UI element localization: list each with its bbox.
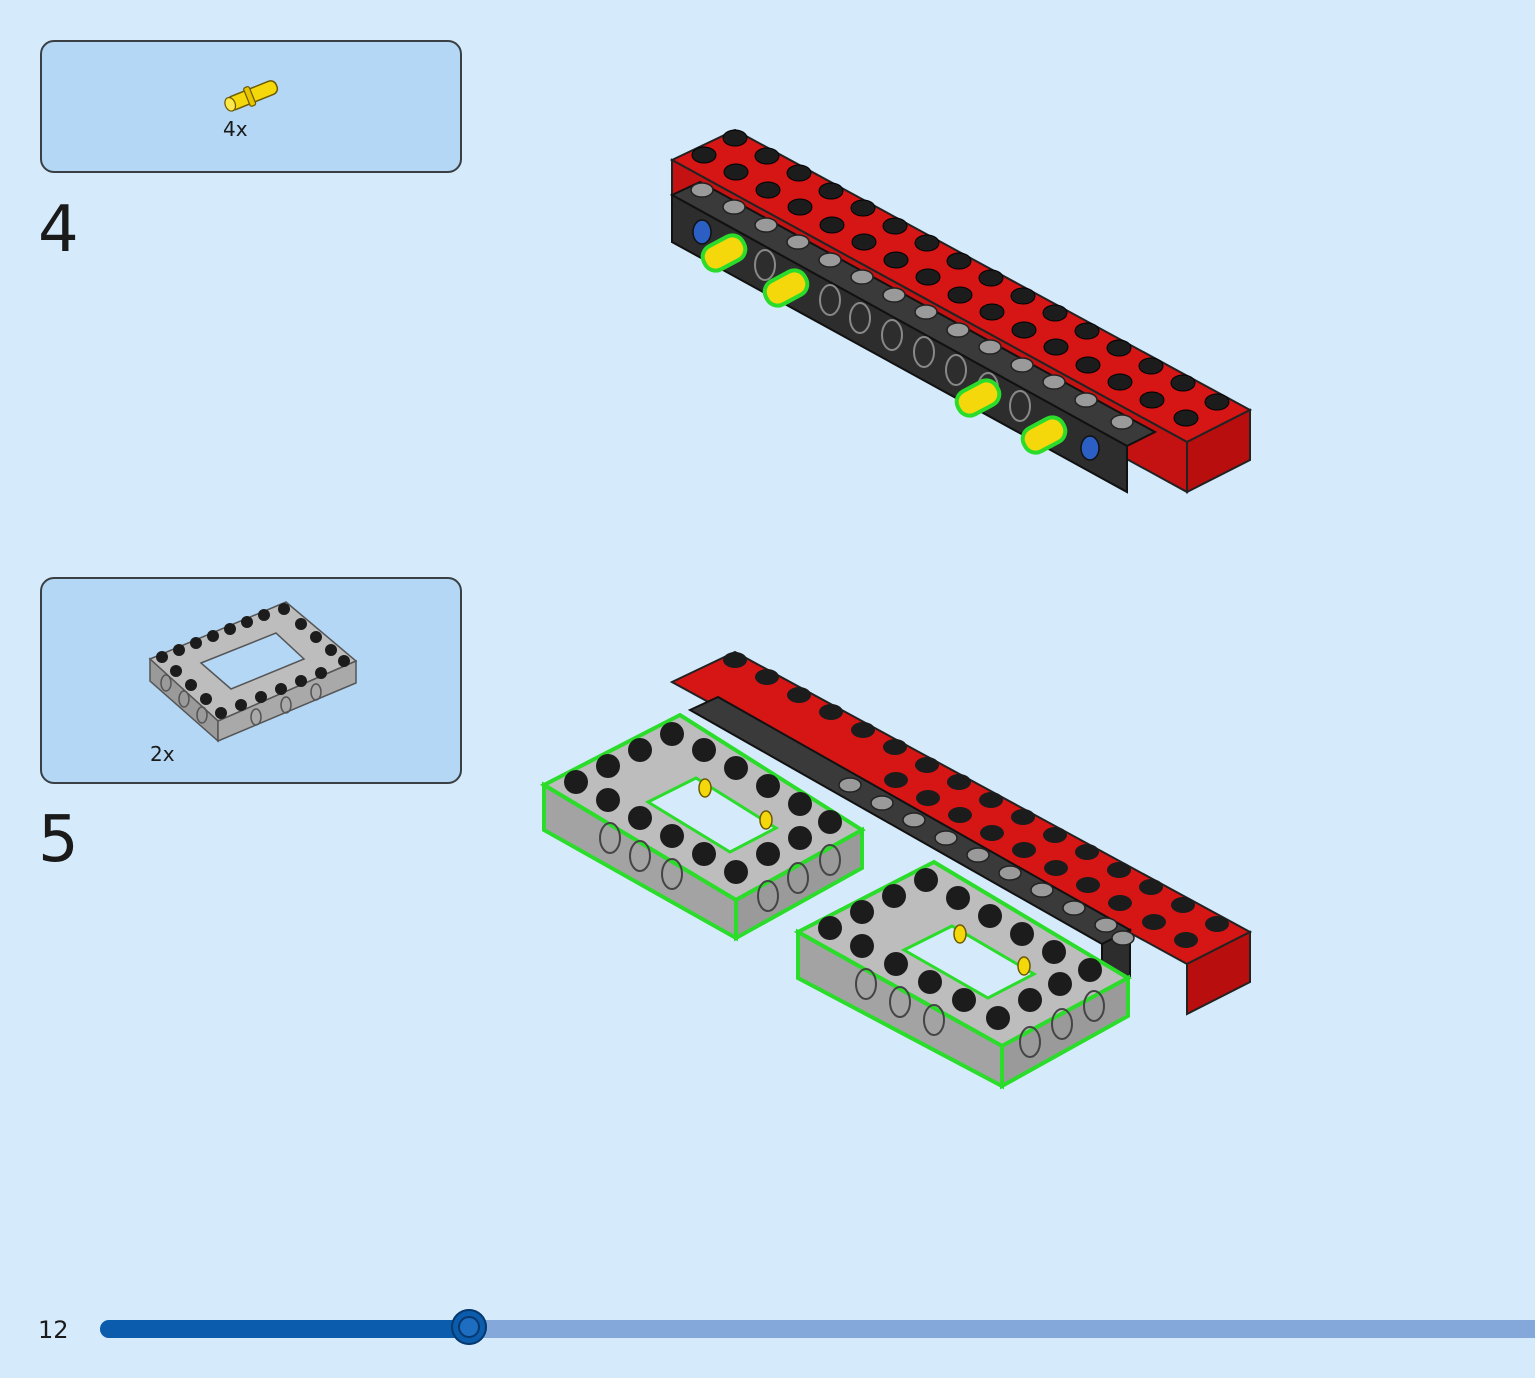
progress-knob[interactable] [450,1309,487,1345]
gray-open-frame-icon [540,712,866,942]
step-4-model [669,128,1253,494]
step-5-model [540,650,1253,1090]
yellow-pin-icon [700,233,1068,455]
part-quantity: 4x [223,117,248,141]
part-quantity: 2x [150,742,175,766]
progress-fill [100,1320,469,1338]
gray-open-frame-icon [793,859,1133,1090]
step-number: 5 [38,803,79,877]
step-number: 4 [38,193,79,267]
gray-open-frame-icon [148,601,358,743]
yellow-pin-icon [224,80,279,112]
step-5-parts-callout: 2x [40,577,462,784]
page-number: 12 [38,1316,69,1344]
step-4-parts-callout: 4x [40,40,462,173]
progress-bar[interactable] [100,1309,1535,1345]
